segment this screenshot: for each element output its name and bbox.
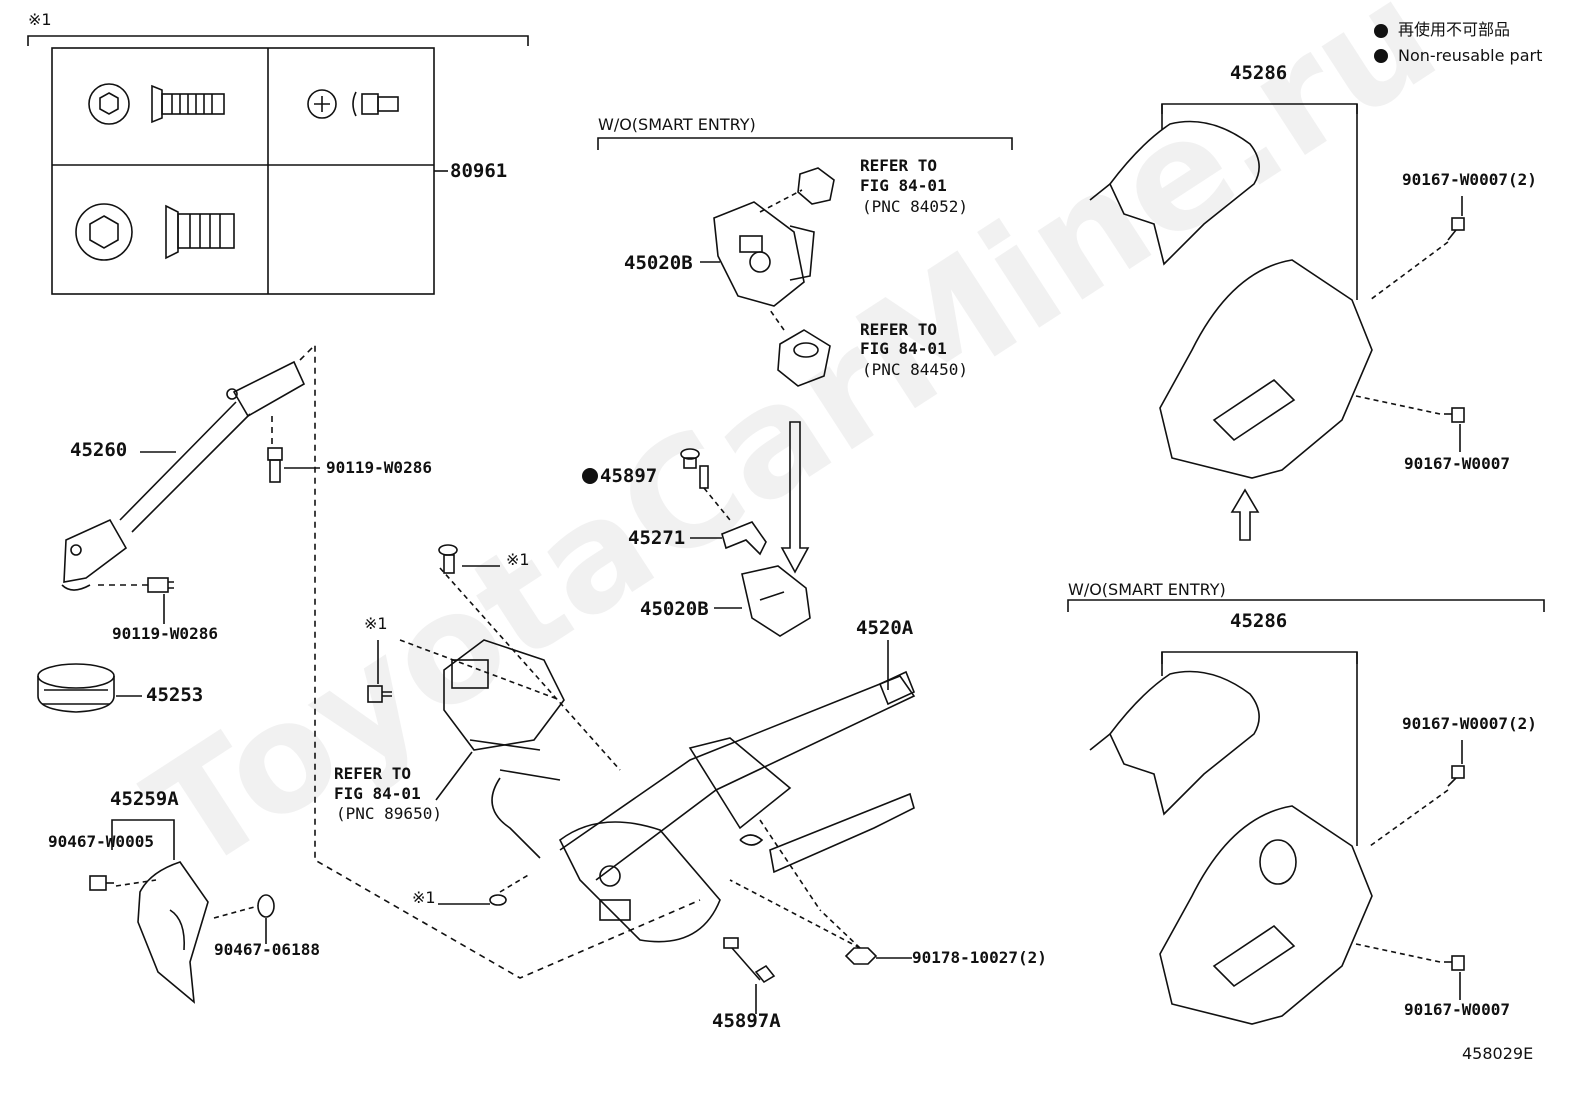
key-cylinder-45020B-drawing (713, 201, 815, 307)
ref-84052-line2: FIG 84-01 (860, 176, 947, 195)
part-90119-lower[interactable]: 90119-W0286 (112, 624, 218, 643)
bolt-x1-low-icon (489, 894, 507, 906)
bolt-x1-left-icon (367, 685, 392, 703)
legend-en: Non-reusable part (1398, 46, 1543, 65)
bolt-45897A-icon (723, 937, 776, 984)
part-45020B-top[interactable]: 45020B (624, 252, 693, 274)
boot-45253-drawing (37, 663, 115, 713)
part-90178[interactable]: 90178-10027(2) (912, 948, 1047, 967)
bracket-wo-smart-entry-right (1067, 599, 1545, 612)
hex-bolt-large-icon (75, 203, 235, 261)
figure-code: 458029E (1462, 1044, 1534, 1063)
cover-45259A-drawing (137, 861, 209, 1004)
part-90467-w0005[interactable]: 90467-W0005 (48, 832, 154, 851)
arrow-down-icon (780, 421, 810, 574)
cover-45271-drawing (721, 521, 767, 556)
hex-bolt-small-icon (88, 83, 225, 125)
note-x1-left: ※1 (364, 614, 388, 633)
intermediate-shaft-drawing (61, 360, 306, 591)
part-45897[interactable]: 45897 (600, 465, 658, 487)
legend-dot-icon-2 (1374, 49, 1388, 63)
steering-column-4520A-drawing (558, 670, 916, 943)
arrow-up-icon (1230, 488, 1260, 541)
kit-bracket (27, 35, 529, 46)
part-45020B-mid[interactable]: 45020B (640, 598, 709, 620)
upper-cover-bottom-drawing (1089, 670, 1260, 816)
screw-90167-top2-icon (1447, 217, 1465, 241)
clip-90467-icon (89, 875, 114, 891)
lower-cover-bottom-drawing (1159, 805, 1373, 1025)
switch-84052-drawing (797, 167, 835, 205)
bolt-x1-top-icon (438, 544, 458, 574)
ref-84450-line2: FIG 84-01 (860, 339, 947, 358)
part-45286-top[interactable]: 45286 (1230, 62, 1288, 84)
part-45253[interactable]: 45253 (146, 684, 204, 706)
part-90119-upper[interactable]: 90119-W0286 (326, 458, 432, 477)
section-label-top: W/O(SMART ENTRY) (598, 115, 756, 134)
part-90167-bot2[interactable]: 90167-W0007(2) (1402, 714, 1537, 733)
ref-84052-line1: REFER TO (860, 156, 938, 175)
bolt-90119-lower-icon (147, 577, 174, 593)
ref-84450-line1: REFER TO (860, 320, 938, 339)
switch-84450-drawing (777, 329, 831, 387)
non-reusable-dot-icon (582, 468, 598, 484)
part-90167-top2[interactable]: 90167-W0007(2) (1402, 170, 1537, 189)
note-x1-low: ※1 (412, 888, 436, 907)
phillips-screw-icon (307, 89, 399, 119)
legend-dot-icon (1374, 24, 1388, 38)
nut-90178-icon (844, 947, 878, 965)
kit-label: 80961 (450, 160, 508, 182)
bolt-90119-upper-icon (267, 447, 283, 483)
upper-cover-top-drawing (1089, 120, 1260, 266)
bracket-wo-smart-entry-top (597, 137, 1013, 150)
legend-jp: 再使用不可部品 (1398, 20, 1511, 39)
part-90167-top[interactable]: 90167-W0007 (1404, 454, 1510, 473)
part-45286-bottom[interactable]: 45286 (1230, 610, 1288, 632)
part-45260[interactable]: 45260 (70, 439, 128, 461)
ref-84450-line3: (PNC 84450) (862, 360, 968, 379)
ref-89650-line2: FIG 84-01 (334, 784, 421, 803)
ref-84052-line3: (PNC 84052) (862, 197, 968, 216)
motor-unit-drawing (443, 639, 565, 781)
bracket-45259A (111, 819, 175, 830)
part-90167-bot[interactable]: 90167-W0007 (1404, 1000, 1510, 1019)
screw-90167-top-icon (1444, 407, 1465, 423)
housing-45020B-drawing (741, 565, 811, 637)
ref-89650-line3: (PNC 89650) (336, 804, 442, 823)
section-label-right: W/O(SMART ENTRY) (1068, 580, 1226, 599)
screw-90167-bot2-icon (1447, 765, 1465, 787)
ref-89650-line1: REFER TO (334, 764, 412, 783)
part-45897A[interactable]: 45897A (712, 1010, 781, 1032)
part-45259A[interactable]: 45259A (110, 788, 179, 810)
bracket-45286-bottom (1161, 651, 1358, 664)
part-90467-06188[interactable]: 90467-06188 (214, 940, 320, 959)
bolt-45897-icon (680, 448, 709, 489)
clip-90467-06188-icon (257, 894, 275, 918)
part-45271[interactable]: 45271 (628, 527, 686, 549)
lower-cover-top-drawing (1159, 259, 1373, 479)
screw-90167-bot-icon (1444, 955, 1465, 971)
note-x1-top: ※1 (506, 550, 530, 569)
bracket-45286-top (1161, 103, 1358, 114)
kit-box (51, 47, 435, 295)
note-mark: ※1 (28, 10, 52, 29)
part-4520A[interactable]: 4520A (856, 617, 914, 639)
